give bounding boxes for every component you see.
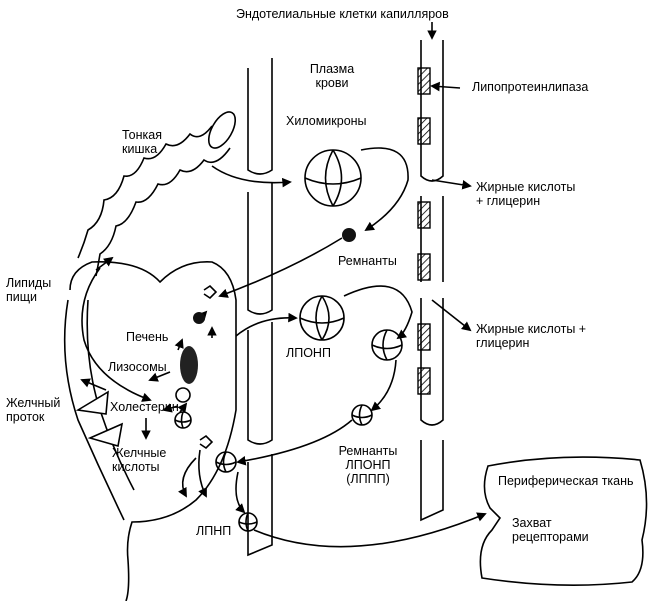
fatty-acids-label-2: Жирные кислоты +глицерин [476,322,587,350]
cholesterol-label: Холестерин [110,400,179,414]
liver-receptor-lower [199,434,214,450]
endothelial-label: Эндотелиальные клетки капилляров [236,7,449,21]
idl-particle [351,404,373,426]
ldl-particle [238,512,258,532]
hepatic-particle [174,411,192,429]
fatty-acids-label-1: Жирные кислоты+ глицерин [476,180,576,208]
liver-receptor [203,284,218,300]
vldl-label: ЛПОНП [286,346,331,360]
liver-outline [69,261,237,601]
small-intestine [77,111,237,277]
peripheral-tissue-label: Периферическая ткань [498,474,634,488]
ldl-particle-plasma [215,451,237,473]
ldl-label: ЛПНП [196,524,232,538]
vldl-particle [299,295,345,341]
lysosomes-label: Лизосомы [108,360,167,374]
vldl-particle-small [371,329,403,361]
peripheral-tissue-outline [479,456,648,586]
lipase-blocks [417,67,431,395]
chylomicron-particle [304,149,362,207]
liver-label: Печень [126,330,169,344]
plasma-channel-walls [247,58,273,557]
remnants-label: Ремнанты [338,254,397,268]
bile-duct [63,299,125,521]
hepatic-vesicle [193,312,205,324]
flux-arrows [80,22,487,548]
remnant-particle [342,228,356,242]
lipase-label: Липопротеинлипаза [472,80,589,94]
chylomicrons-label: Хиломикроны [286,114,367,128]
lysosome [180,346,198,384]
